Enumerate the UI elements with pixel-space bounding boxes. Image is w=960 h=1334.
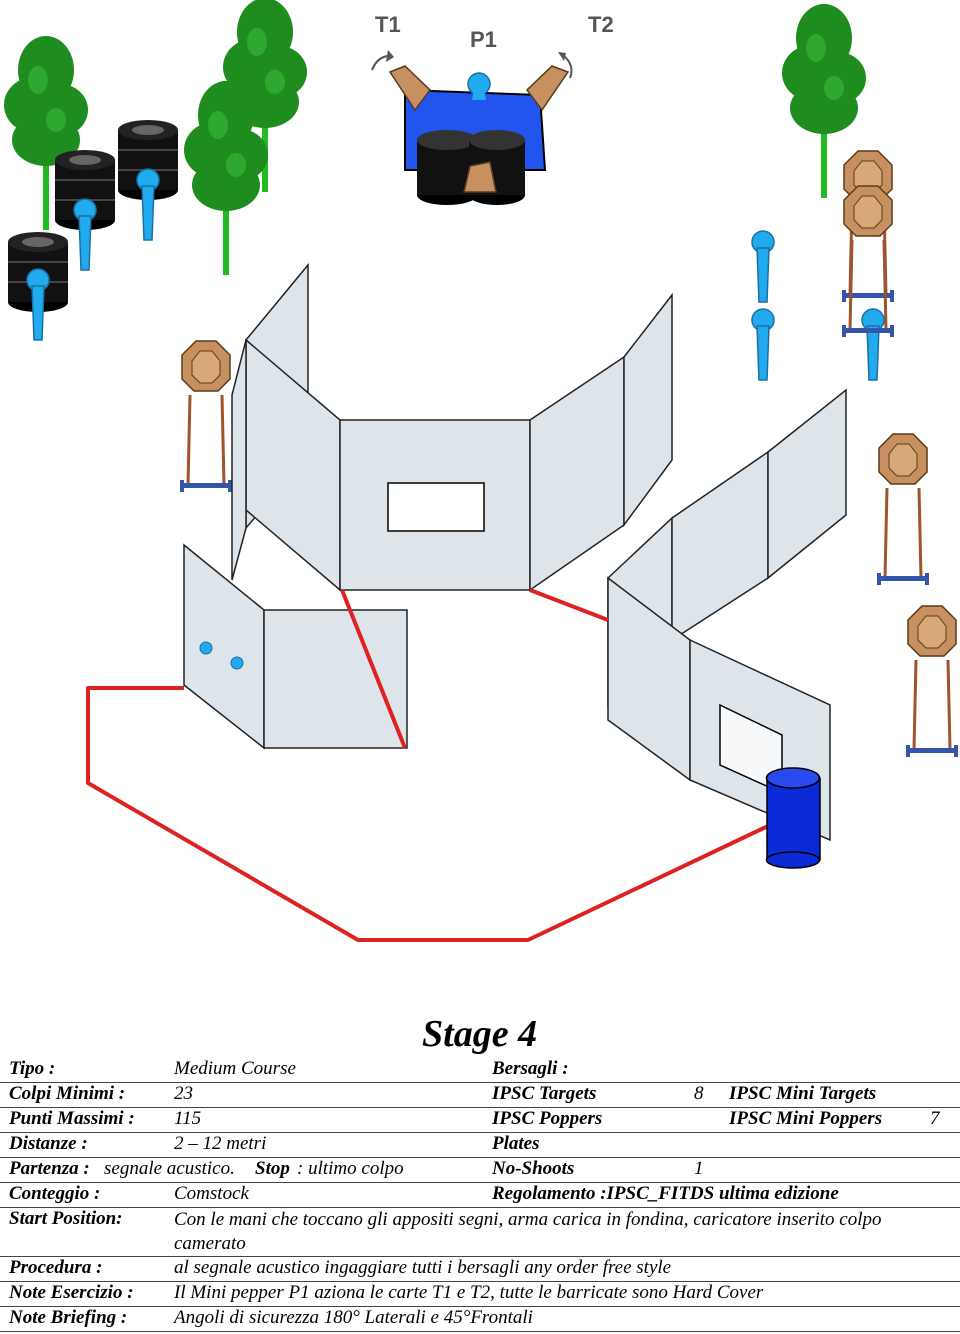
punti-label: Punti Massimi : bbox=[9, 1108, 135, 1129]
tipo-label: Tipo : bbox=[9, 1058, 56, 1079]
bersagli-label: Bersagli : bbox=[492, 1058, 569, 1079]
stage-diagram: T1 P1 T2 bbox=[4, 0, 960, 942]
note-esercizio-value: Il Mini pepper P1 aziona le carte T1 e T… bbox=[174, 1282, 764, 1303]
ipsc-mini-poppers-label: IPSC Mini Poppers bbox=[729, 1108, 883, 1129]
procedura-value: al segnale acustico ingaggiare tutti i b… bbox=[174, 1257, 672, 1278]
popper-icon bbox=[751, 230, 775, 303]
conteggio-label: Conteggio : bbox=[9, 1183, 101, 1204]
plates-label: Plates bbox=[492, 1133, 540, 1154]
row-distanze: Distanze : 2 – 12 metri Plates bbox=[0, 1133, 960, 1158]
colpi-value: 23 bbox=[174, 1083, 193, 1104]
ipsc-mini-targets-label: IPSC Mini Targets bbox=[729, 1083, 877, 1104]
ipsc-targets-value: 8 bbox=[694, 1083, 704, 1104]
partenza-label: Partenza : bbox=[9, 1158, 90, 1179]
stop-label: Stop bbox=[255, 1158, 290, 1179]
popper-icon bbox=[136, 168, 160, 241]
ipsc-target-icon bbox=[875, 432, 931, 587]
stage-title: Stage 4 bbox=[422, 1013, 538, 1055]
row-note-esercizio: Note Esercizio : Il Mini pepper P1 azion… bbox=[0, 1282, 960, 1307]
label-t1: T1 bbox=[375, 12, 401, 37]
row-start-position: Start Position: Con le mani che toccano … bbox=[0, 1208, 960, 1257]
popper-icon bbox=[73, 198, 97, 271]
start-mark-icon bbox=[199, 641, 213, 655]
ipsc-targets-label: IPSC Targets bbox=[492, 1083, 597, 1104]
fault-lines bbox=[86, 588, 769, 942]
partenza-value: segnale acustico. bbox=[104, 1158, 235, 1179]
ipsc-mini-poppers-value: 7 bbox=[930, 1108, 940, 1129]
colpi-label: Colpi Minimi : bbox=[9, 1083, 126, 1104]
conteggio-value: Comstock bbox=[174, 1183, 249, 1204]
barrel-icon bbox=[765, 767, 821, 869]
barricade-window bbox=[387, 482, 485, 532]
row-conteggio: Conteggio : Comstock Regolamento :IPSC_F… bbox=[0, 1183, 960, 1208]
row-note-briefing: Note Briefing : Angoli di sicurezza 180°… bbox=[0, 1307, 960, 1332]
start-position-value: Con le mani che toccano gli appositi seg… bbox=[174, 1209, 882, 1254]
row-procedura: Procedura : al segnale acustico ingaggia… bbox=[0, 1257, 960, 1282]
ipsc-poppers-label: IPSC Poppers bbox=[492, 1108, 603, 1129]
tipo-value: Medium Course bbox=[174, 1058, 296, 1079]
row-punti: Punti Massimi : 115 IPSC Poppers IPSC Mi… bbox=[0, 1108, 960, 1133]
distanze-value: 2 – 12 metri bbox=[174, 1133, 267, 1154]
punti-value: 115 bbox=[174, 1108, 202, 1129]
row-colpi: Colpi Minimi : 23 IPSC Targets 8 IPSC Mi… bbox=[0, 1083, 960, 1108]
distanze-label: Distanze : bbox=[9, 1133, 88, 1154]
no-shoots-label: No-Shoots bbox=[492, 1158, 575, 1179]
stop-value: : ultimo colpo bbox=[297, 1158, 404, 1179]
note-briefing-value: Angoli di sicurezza 180° Laterali e 45°F… bbox=[174, 1307, 533, 1328]
procedura-label: Procedura : bbox=[9, 1257, 103, 1278]
note-briefing-label: Note Briefing : bbox=[9, 1307, 128, 1328]
ipsc-target-icon bbox=[178, 339, 234, 494]
label-t2: T2 bbox=[588, 12, 614, 37]
no-shoots-value: 1 bbox=[694, 1158, 704, 1179]
row-tipo: Tipo : Medium Course Bersagli : bbox=[0, 1058, 960, 1083]
popper-icon bbox=[751, 308, 775, 381]
ipsc-target-icon bbox=[904, 604, 960, 759]
row-partenza: Partenza : segnale acustico. Stop : ulti… bbox=[0, 1158, 960, 1183]
stage-info-table: Tipo : Medium Course Bersagli : Colpi Mi… bbox=[0, 1058, 960, 1332]
mini-popper-activator-p1 bbox=[371, 50, 573, 205]
note-esercizio-label: Note Esercizio : bbox=[9, 1282, 134, 1303]
label-p1: P1 bbox=[470, 27, 497, 52]
regolamento-label: Regolamento :IPSC_FITDS ultima edizione bbox=[492, 1183, 839, 1204]
popper-icon bbox=[861, 308, 885, 381]
start-mark-icon bbox=[230, 656, 244, 670]
start-position-label: Start Position: bbox=[9, 1208, 123, 1229]
